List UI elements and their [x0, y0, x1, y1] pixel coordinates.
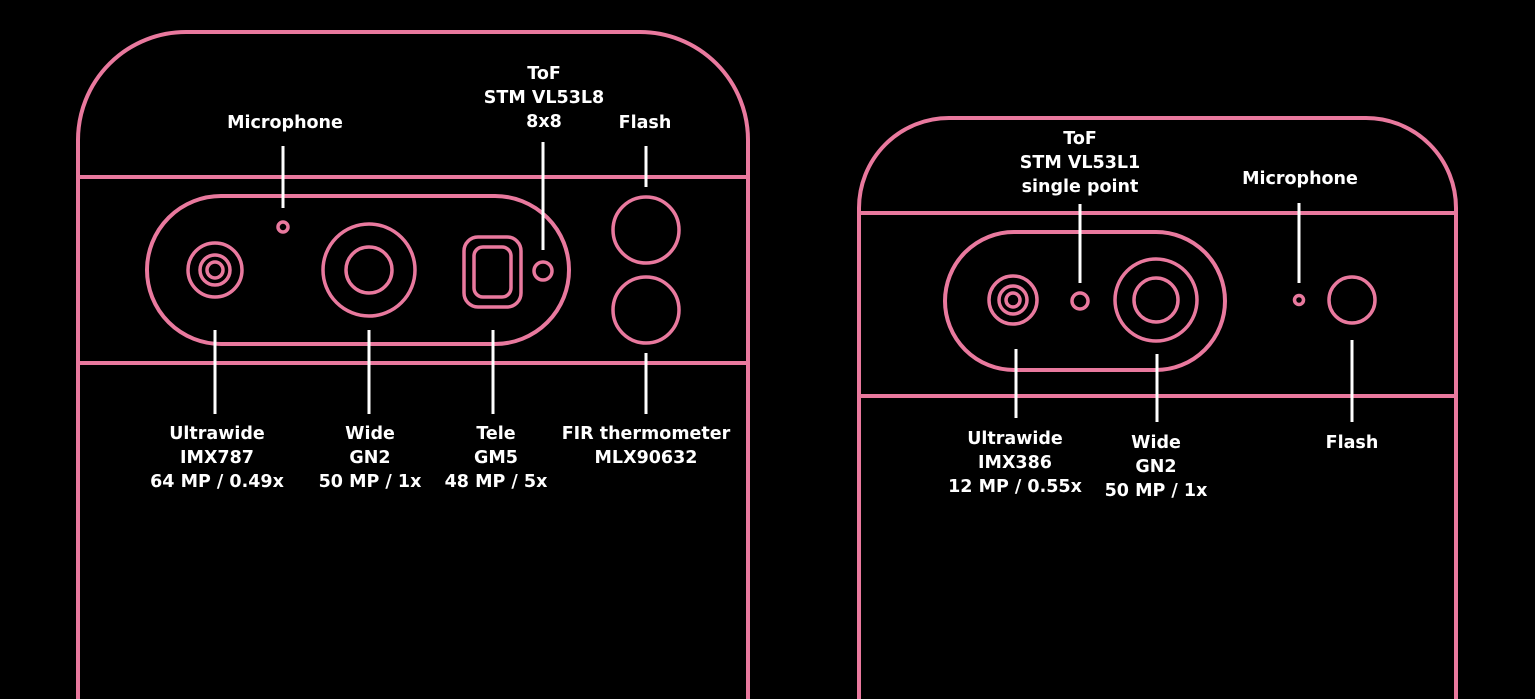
phone-a-flash-label: Flash — [619, 113, 672, 133]
phone-a-tele-lens — [462, 235, 523, 309]
phone-b-tof-label: ToF STM VL53L1 single point — [1020, 129, 1140, 197]
svg-text:Tele: Tele — [476, 424, 515, 444]
phone-b-flash — [1327, 275, 1377, 325]
phone-b-ultrawide-lens — [987, 274, 1039, 326]
phone-b-camera-pill — [943, 230, 1227, 372]
svg-text:ToF: ToF — [527, 64, 561, 84]
phone-a-camera-pill — [145, 194, 571, 346]
svg-text:Wide: Wide — [1131, 433, 1181, 453]
svg-text:Ultrawide: Ultrawide — [169, 424, 265, 444]
phone-b-microphone-hole — [1292, 293, 1306, 307]
phone-b-ultrawide-label: Ultrawide IMX386 12 MP / 0.55x — [948, 429, 1082, 497]
phone-b-flash-label: Flash — [1326, 433, 1379, 453]
phone-a-microphone-hole — [276, 220, 290, 234]
svg-text:FIR thermometer: FIR thermometer — [562, 424, 731, 444]
svg-text:8x8: 8x8 — [526, 112, 562, 132]
svg-text:GM5: GM5 — [474, 448, 518, 468]
svg-text:50 MP / 1x: 50 MP / 1x — [1105, 481, 1208, 501]
svg-text:STM VL53L8: STM VL53L8 — [484, 88, 604, 108]
svg-text:64 MP / 0.49x: 64 MP / 0.49x — [150, 472, 284, 492]
phone-a-microphone-label: Microphone — [227, 113, 343, 133]
svg-text:STM VL53L1: STM VL53L1 — [1020, 153, 1140, 173]
svg-text:GN2: GN2 — [1135, 457, 1176, 477]
phone-a-flash — [611, 195, 681, 265]
phone-a-tof-label: ToF STM VL53L8 8x8 — [484, 64, 604, 132]
phone-a-ultrawide-label: Ultrawide IMX787 64 MP / 0.49x — [150, 424, 284, 492]
phone-a-wide-label: Wide GN2 50 MP / 1x — [319, 424, 422, 492]
phone-b-wide-lens — [1113, 257, 1199, 343]
phone-a-thermometer-label: FIR thermometer MLX90632 — [562, 424, 731, 468]
svg-text:Ultrawide: Ultrawide — [967, 429, 1063, 449]
svg-text:single point: single point — [1022, 177, 1139, 197]
svg-text:12 MP / 0.55x: 12 MP / 0.55x — [948, 477, 1082, 497]
phone-a: Microphone ToF STM VL53L8 8x8 Flash Ultr… — [76, 30, 750, 699]
phone-b-tof-sensor — [1070, 291, 1090, 311]
phone-b: ToF STM VL53L1 single point Microphone U… — [857, 116, 1458, 699]
phone-a-tele-label: Tele GM5 48 MP / 5x — [445, 424, 548, 492]
svg-text:GN2: GN2 — [349, 448, 390, 468]
svg-text:48 MP / 5x: 48 MP / 5x — [445, 472, 548, 492]
phone-a-tof-sensor — [532, 260, 554, 282]
phone-b-wide-label: Wide GN2 50 MP / 1x — [1105, 433, 1208, 501]
svg-text:IMX787: IMX787 — [180, 448, 254, 468]
svg-text:Wide: Wide — [345, 424, 395, 444]
phone-a-wide-lens — [321, 222, 417, 318]
phone-b-body-outline — [857, 116, 1458, 699]
phone-a-body-outline — [76, 30, 750, 699]
svg-text:IMX386: IMX386 — [978, 453, 1052, 473]
phone-a-fir-thermometer — [611, 275, 681, 345]
phone-a-ultrawide-lens — [186, 241, 244, 299]
svg-text:50 MP / 1x: 50 MP / 1x — [319, 472, 422, 492]
svg-text:MLX90632: MLX90632 — [595, 448, 698, 468]
phone-b-microphone-label: Microphone — [1242, 169, 1358, 189]
svg-text:ToF: ToF — [1063, 129, 1097, 149]
